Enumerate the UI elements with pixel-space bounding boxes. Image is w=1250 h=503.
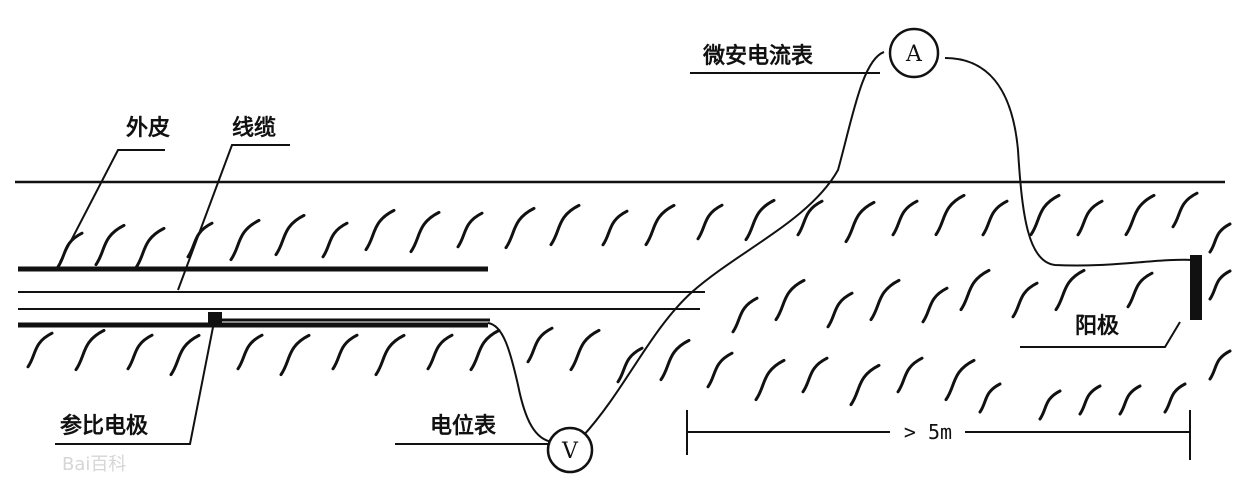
soil-stroke (744, 198, 776, 242)
sheath-label: 外皮 (126, 115, 170, 141)
soil-stroke (826, 291, 854, 329)
soil-stroke (426, 333, 454, 371)
soil-stroke (229, 218, 261, 262)
soil-stroke (274, 213, 306, 257)
soil-stroke (1208, 269, 1232, 301)
soil-stroke (364, 208, 396, 252)
ammeter-symbol: A (905, 42, 923, 67)
soil-stroke (1208, 222, 1232, 254)
soil-stroke (1208, 349, 1232, 381)
soil-stroke (696, 203, 724, 241)
sheath-leader (59, 149, 165, 263)
soil-stroke (549, 203, 581, 247)
soil-stroke (526, 326, 554, 364)
soil-stroke (1029, 193, 1061, 237)
soil-stroke (1171, 191, 1199, 229)
soil-stroke (126, 333, 154, 371)
soil-stroke (1011, 281, 1039, 319)
soil-stroke (944, 358, 976, 402)
soil-stroke (731, 296, 759, 334)
soil-stroke (754, 358, 786, 402)
soil-stroke (1038, 389, 1062, 421)
soil-stroke (134, 226, 166, 270)
voltmeter-symbol: V (561, 439, 579, 464)
soil-stroke (409, 210, 441, 254)
soil-stroke (469, 328, 501, 372)
soil-stroke (659, 338, 691, 382)
soil-stroke (56, 231, 84, 269)
soil-stroke (374, 333, 406, 377)
soil-stroke (279, 333, 311, 377)
soil-stroke (186, 221, 214, 259)
soil-stroke (921, 286, 949, 324)
soil-stroke (26, 331, 54, 369)
soil-stroke (94, 223, 126, 267)
soil-stroke (1124, 193, 1156, 237)
soil-stroke (706, 351, 734, 389)
anode-body (1190, 255, 1202, 320)
soil-stroke (891, 199, 919, 237)
soil-stroke (331, 333, 359, 371)
soil-stroke (981, 199, 1009, 237)
soil-stroke (321, 221, 349, 259)
soil-stroke (869, 278, 901, 322)
reference-electrode-label: 参比电极 (60, 413, 149, 439)
soil-stroke (169, 333, 201, 377)
watermark-logo: Bai百科 (62, 454, 126, 475)
ammeter-wire-right (944, 57, 1195, 267)
soil-stroke (849, 363, 881, 407)
soil-stroke (236, 333, 264, 371)
soil-stroke (774, 278, 806, 322)
soil-stroke (1076, 199, 1104, 237)
soil-stroke (978, 382, 1002, 414)
ammeter-circle (888, 27, 940, 79)
soil-stroke (959, 268, 991, 312)
soil-stroke (504, 206, 536, 250)
soil-hatching (26, 191, 1232, 421)
soil-stroke (1078, 384, 1102, 416)
soil-stroke (934, 193, 966, 237)
soil-stroke (74, 328, 106, 372)
soil-stroke (796, 199, 824, 237)
soil-stroke (896, 356, 924, 394)
anode-leader (1020, 321, 1181, 348)
soil-stroke (1126, 271, 1154, 309)
soil-stroke (616, 346, 644, 384)
anode-label: 阳极 (1075, 314, 1120, 339)
soil-stroke (1054, 268, 1086, 312)
cable-label: 线缆 (232, 115, 276, 141)
microammeter-label: 微安电流表 (702, 43, 814, 69)
voltmeter-circle (546, 426, 594, 474)
soil-stroke (644, 203, 676, 247)
soil-stroke (1118, 384, 1142, 416)
reference-electrode-body (208, 312, 222, 325)
soil-stroke (601, 209, 629, 247)
distance-label: > 5m (904, 420, 952, 444)
ammeter-wire-left (582, 51, 885, 437)
soil-stroke (569, 328, 601, 372)
soil-stroke (1163, 382, 1187, 414)
soil-stroke (801, 356, 829, 394)
soil-stroke (456, 211, 484, 249)
voltmeter-wire-left (487, 322, 554, 443)
reference-electrode-leader (55, 321, 215, 445)
voltmeter-label: 电位表 (430, 413, 497, 439)
soil-stroke (844, 200, 876, 244)
